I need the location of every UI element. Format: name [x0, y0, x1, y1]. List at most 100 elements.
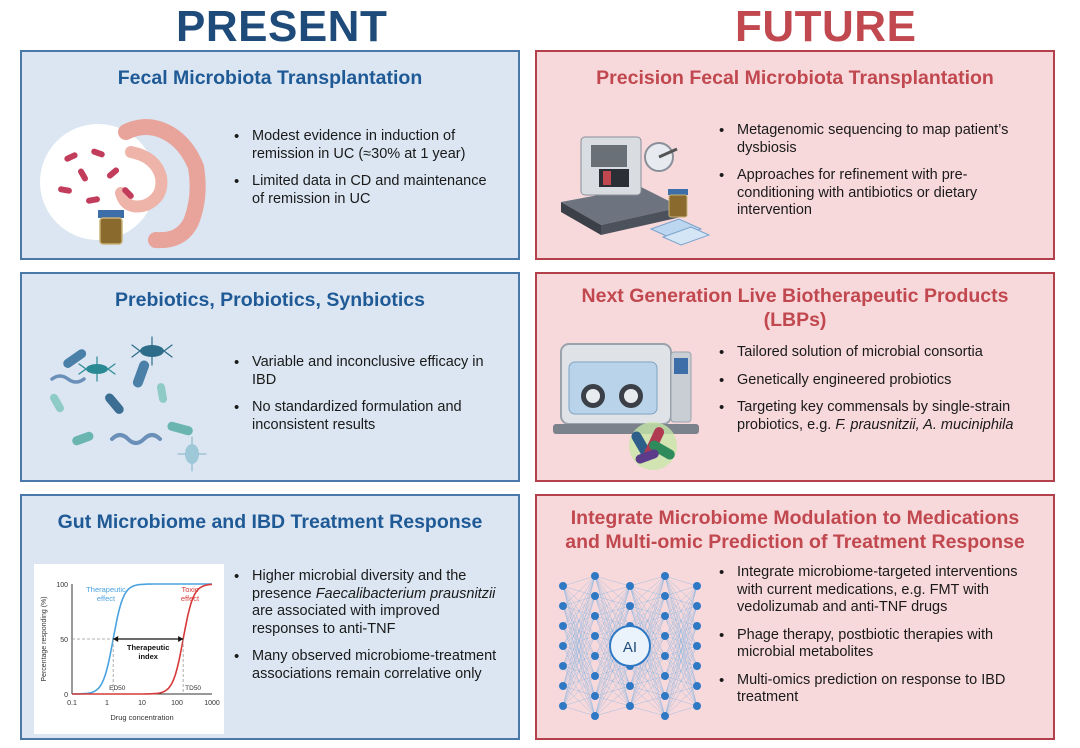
- x-tick-label: 10: [138, 700, 146, 707]
- network-node: [693, 622, 701, 630]
- future-heading: FUTURE: [735, 2, 917, 51]
- anaerobic-chamber-icon: [553, 343, 699, 470]
- network-edge: [629, 705, 666, 717]
- network-node: [591, 712, 599, 720]
- network-edge: [562, 575, 596, 627]
- bullet: Many observed microbiome-treatment assoc…: [230, 648, 508, 683]
- network-node: [661, 672, 669, 680]
- network-node: [591, 652, 599, 660]
- network-node: [693, 682, 701, 690]
- network-edge: [562, 635, 596, 707]
- index-label: index: [138, 652, 158, 661]
- panel-integrate: Integrate Microbiome Modulation to Medic…: [535, 494, 1055, 740]
- network-edge: [629, 575, 666, 627]
- bullet: Targeting key commensals by single-strai…: [715, 399, 1035, 434]
- network-edge: [594, 665, 631, 717]
- series-curve: [72, 583, 213, 695]
- network-node: [559, 662, 567, 670]
- network-edge: [594, 585, 631, 657]
- bullet: Genetically engineered probiotics: [715, 372, 1035, 390]
- index-label: Therapeutic: [127, 643, 170, 652]
- network-edge: [664, 585, 698, 657]
- panel-title: Prebiotics, Probiotics, Synbiotics: [115, 289, 425, 311]
- network-edge: [664, 585, 698, 637]
- median-dose-label: TD50: [185, 685, 201, 692]
- y-tick-label: 0: [64, 692, 68, 699]
- network-edge: [562, 575, 596, 607]
- panel-lbps: Next Generation Live Biotherapeutic Prod…: [535, 272, 1055, 482]
- x-tick-label: 0.1: [67, 700, 77, 707]
- network-edge: [594, 685, 631, 717]
- bullet: Phage therapy, postbiotic therapies with…: [715, 627, 1045, 662]
- x-tick-label: 100: [171, 700, 183, 707]
- panel-probiotics: Prebiotics, Probiotics, Synbiotics: [20, 272, 520, 482]
- network-node: [591, 612, 599, 620]
- ai-core: [609, 625, 651, 667]
- network-edge: [562, 575, 596, 647]
- stool-jar-icon: [668, 189, 688, 218]
- network-edge: [562, 655, 596, 707]
- network-node: [693, 602, 701, 610]
- series-label: Toxic: [181, 585, 198, 594]
- network-edge: [562, 595, 596, 707]
- network-node: [693, 702, 701, 710]
- network-node: [559, 702, 567, 710]
- capsule-icon: [629, 422, 677, 470]
- network-edge: [629, 575, 666, 687]
- bullet-list: Modest evidence in induction of remissio…: [230, 128, 500, 218]
- network-edge: [594, 605, 631, 717]
- network-node: [591, 632, 599, 640]
- network-edge: [562, 675, 596, 707]
- network-edge: [594, 705, 631, 717]
- panel-title: Gut Microbiome and IBD Treatment Respons…: [57, 511, 483, 533]
- network-node: [559, 602, 567, 610]
- network-node: [661, 712, 669, 720]
- network-edge: [562, 575, 596, 707]
- series-curve: [72, 583, 212, 695]
- bullet-list: Higher microbial diversity and the prese…: [230, 568, 508, 693]
- network-node: [559, 622, 567, 630]
- network-edge: [562, 705, 596, 717]
- network-edge: [562, 695, 596, 707]
- bacteria-icon: [50, 336, 207, 472]
- bullet: Integrate microbiome-targeted interventi…: [715, 564, 1045, 617]
- network-node: [626, 582, 634, 590]
- x-tick-label: 1000: [204, 700, 220, 707]
- series-label: Therapeutic: [86, 585, 126, 594]
- panel-title: Fecal Microbiota Transplantation: [117, 67, 423, 89]
- network-edge: [594, 575, 631, 587]
- network-node: [693, 662, 701, 670]
- network-node: [661, 592, 669, 600]
- network-node: [591, 572, 599, 580]
- intestine-icon: [40, 119, 206, 249]
- network-edge: [664, 665, 698, 717]
- network-edge: [629, 695, 666, 707]
- network-edge: [629, 635, 666, 707]
- panel-precision-fmt: Precision Fecal Microbiota Transplantati…: [535, 50, 1055, 260]
- network-node: [591, 592, 599, 600]
- network-edge: [629, 675, 666, 707]
- network-node: [559, 682, 567, 690]
- network-edge: [664, 585, 698, 697]
- network-edge: [562, 575, 596, 667]
- network-edge: [629, 615, 666, 707]
- network-node: [661, 612, 669, 620]
- network-node: [693, 582, 701, 590]
- bullet: No standardized formulation and inconsis…: [230, 399, 502, 434]
- network-edge: [664, 585, 698, 717]
- network-edge: [629, 575, 666, 607]
- index-arrowhead-right: [178, 636, 184, 642]
- bullet: Tailored solution of microbial consortia: [715, 344, 1035, 362]
- network-edge: [664, 685, 698, 717]
- panel-title: Precision Fecal Microbiota Transplantati…: [596, 67, 994, 89]
- network-edge: [664, 585, 698, 617]
- network-node: [693, 642, 701, 650]
- bullet-list: Integrate microbiome-targeted interventi…: [715, 564, 1045, 717]
- network-node: [559, 582, 567, 590]
- microtome-icon: [561, 136, 711, 246]
- network-edge: [594, 585, 631, 617]
- network-node: [559, 642, 567, 650]
- neural-network-icon: AI: [559, 572, 701, 720]
- network-node: [591, 672, 599, 680]
